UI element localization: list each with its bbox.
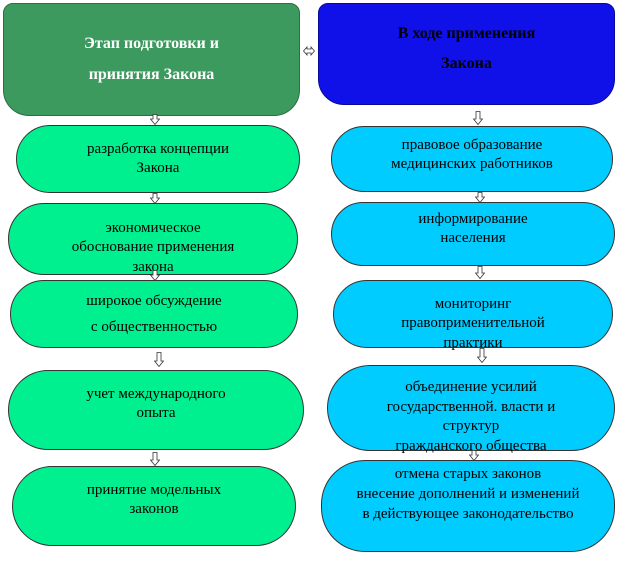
left-step-model-laws: принятие модельных законов — [12, 466, 296, 546]
down-arrow-icon — [477, 348, 487, 363]
right-step-3-line-2: правоприменительной — [401, 315, 545, 332]
right-step-5-line-2: внесение дополнений и изменений — [356, 485, 580, 502]
right-step-2-line-2: населения — [440, 230, 506, 246]
right-step-3-line-3: практики — [443, 334, 503, 351]
down-arrow-icon — [150, 114, 160, 125]
right-step-1-line-1: правовое образование — [401, 136, 543, 153]
left-step-3-line-2: с общественностью — [90, 319, 218, 335]
left-step-5-line-1: принятие модельных — [86, 481, 222, 498]
left-step-international: учет международного опыта — [8, 370, 304, 450]
left-step-1-line-1: разработка концепции — [86, 140, 230, 157]
left-step-discussion: широкое обсуждение с общественностью — [10, 280, 298, 348]
right-step-4-line-2: государственной. власти и — [386, 398, 556, 415]
down-arrow-icon — [475, 266, 485, 279]
down-arrow-icon — [154, 352, 164, 367]
left-step-2-line-1: экономическое — [105, 219, 201, 236]
right-step-4-line-4: гражданского общества — [395, 437, 547, 454]
right-step-monitoring: мониторинг правоприменительной практики — [333, 280, 613, 351]
left-header-line-2: принятия Закона — [88, 65, 215, 83]
right-step-1-line-2: медицинских работников — [391, 156, 553, 172]
left-header: Этап подготовки и принятия Закона — [3, 3, 300, 116]
down-arrow-icon — [469, 450, 479, 461]
left-step-5-line-2: законов — [129, 501, 179, 517]
left-step-3-line-1: широкое обсуждение — [86, 292, 222, 309]
right-step-4-line-3: структур — [442, 418, 500, 434]
down-arrow-icon — [475, 192, 485, 203]
left-step-economic: экономическое обоснование применения зак… — [8, 203, 298, 275]
right-step-5-line-3: в действующее законодательство — [362, 506, 574, 523]
left-step-4-line-1: учет международного — [86, 385, 226, 402]
right-step-4-line-1: объединение усилий — [405, 379, 537, 395]
down-arrow-icon — [473, 111, 483, 125]
down-arrow-icon — [150, 193, 160, 204]
right-header-line-1: В ходе применения — [397, 24, 536, 42]
left-header-line-1: Этап подготовки и — [84, 35, 219, 53]
right-step-3-line-1: мониторинг — [434, 295, 512, 312]
left-step-2-line-2: обоснование применения — [71, 239, 235, 256]
right-step-amendments: отмена старых законов внесение дополнени… — [321, 460, 615, 552]
down-arrow-icon — [150, 452, 160, 466]
right-step-joint-efforts: объединение усилий государственной. влас… — [327, 365, 615, 454]
right-step-legal-education: правовое образование медицинских работни… — [331, 126, 613, 192]
left-step-concept: разработка концепции Закона — [16, 125, 300, 193]
left-step-1-line-2: Закона — [136, 160, 180, 176]
right-header: В ходе применения Закона — [318, 3, 615, 105]
right-step-5-line-1: отмена старых законов — [394, 465, 542, 482]
right-step-2-line-1: информирование — [418, 210, 528, 227]
down-arrow-icon — [150, 270, 160, 281]
right-header-line-2: Закона — [441, 55, 492, 72]
right-step-informing: информирование населения — [331, 202, 615, 266]
left-right-arrow-icon — [303, 46, 315, 56]
left-step-4-line-2: опыта — [136, 405, 176, 421]
left-step-2-line-3: закона — [132, 258, 174, 275]
